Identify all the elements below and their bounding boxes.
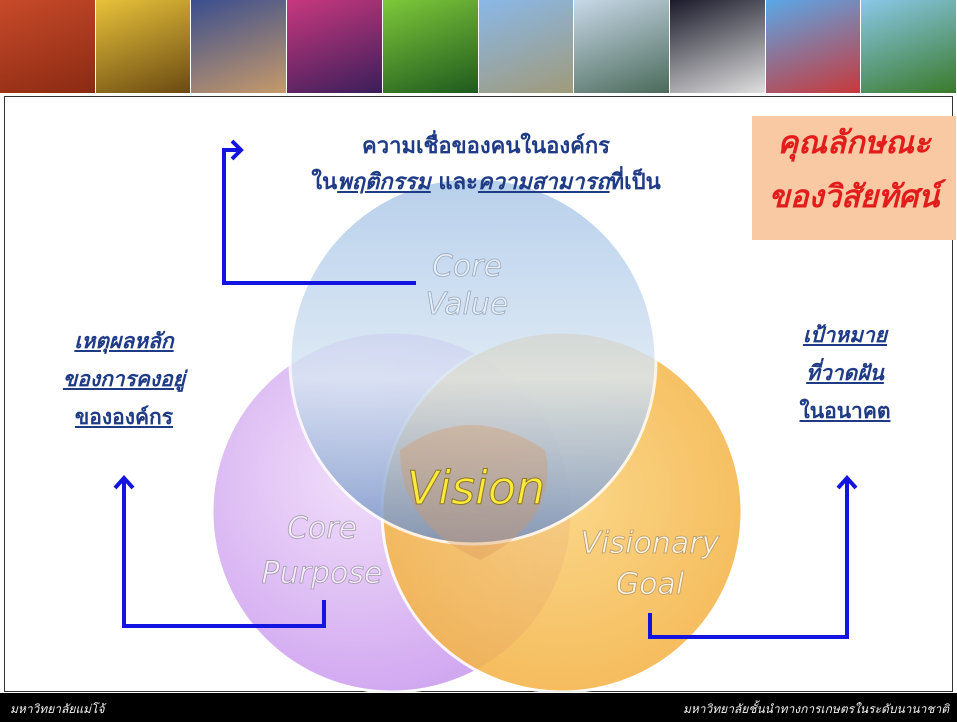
footer-bar: มหาวิทยาลัยแม่โจ้ มหาวิทยาลัยชั้นนำทางกา…	[0, 693, 957, 722]
right-text-line2: ที่วาดฝัน	[806, 360, 884, 385]
arrow-right	[648, 475, 858, 639]
core-value-label-1: Core	[432, 249, 502, 284]
left-text-line1: เหตุผลหลัก	[74, 328, 174, 353]
photo-yellow-hall	[95, 0, 192, 93]
callout-box: คุณลักษณะ ของวิสัยทัศน์	[752, 116, 956, 240]
photo-green-garden	[382, 0, 479, 93]
footer-right-text: มหาวิทยาลัยชั้นนำทางการเกษตรในระดับนานาช…	[682, 702, 949, 716]
photo-blue-sky-building	[765, 0, 862, 93]
callout-line2: ของวิสัยทัศน์	[768, 179, 940, 215]
vision-overlap	[400, 425, 548, 560]
top-text-suffix: ที่เป็น	[609, 169, 661, 195]
arrow-top	[222, 139, 416, 285]
top-text-behavior: พฤติกรรม	[337, 169, 431, 195]
visionary-goal-label-1: Visionary	[581, 526, 721, 561]
core-value-circle	[288, 176, 658, 546]
photo-dusk-skyline	[191, 0, 288, 93]
photo-flags-monument	[478, 0, 575, 93]
photo-red-building	[0, 0, 96, 93]
photo-building-lake	[574, 0, 670, 93]
top-text-prefix: ใน	[311, 169, 338, 195]
photo-night-street	[669, 0, 766, 93]
top-text-line1: ความเชื่อของคนในองค์กร	[362, 133, 610, 159]
top-text: ความเชื่อของคนในองค์กร ในพฤติกรรม และควา…	[246, 128, 726, 200]
callout-line1: คุณลักษณะ	[777, 125, 931, 161]
right-text-line1: เป้าหมาย	[802, 322, 888, 347]
vision-center-label: Vision	[407, 461, 545, 515]
left-text-line3: ขององค์กร	[74, 404, 174, 429]
core-purpose-label-1: Core	[287, 511, 357, 546]
core-value-label-2: Value	[426, 287, 509, 322]
top-text-line2: ในพฤติกรรม และความสามารถที่เป็น	[246, 164, 726, 200]
top-text-ability: ความสามารถ	[477, 169, 610, 195]
photo-banner	[0, 0, 957, 93]
arrow-left	[113, 475, 326, 628]
top-text-and: และ	[430, 169, 478, 195]
left-text: เหตุผลหลัก ของการคงอยู่ ขององค์กร	[36, 322, 212, 436]
photo-purple-sunset	[287, 0, 383, 93]
slide-frame	[4, 96, 953, 692]
right-text: เป้าหมาย ที่วาดฝัน ในอนาคต	[756, 316, 934, 430]
photo-green-road-sign	[861, 0, 957, 93]
visionary-goal-label-2: Goal	[616, 567, 685, 602]
core-purpose-label-2: Purpose	[262, 556, 383, 591]
left-text-line2: ของการคงอยู่	[62, 366, 186, 391]
right-text-line3: ในอนาคต	[799, 398, 891, 423]
footer-left-text: มหาวิทยาลัยแม่โจ้	[10, 702, 105, 716]
